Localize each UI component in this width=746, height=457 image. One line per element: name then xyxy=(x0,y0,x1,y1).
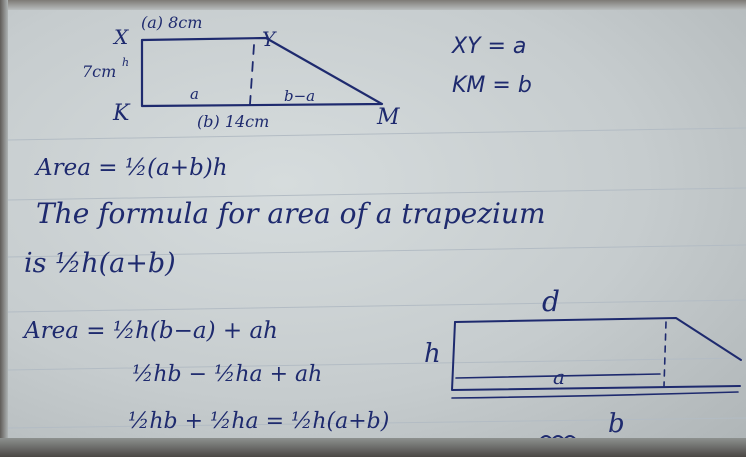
formula-statement-line2: is ½h(a+b) xyxy=(24,248,176,279)
inner-a-label: a xyxy=(190,85,199,103)
label-m: M xyxy=(376,105,400,130)
figure2-inner-line xyxy=(455,373,661,379)
side-length-label: 7cm xyxy=(82,62,116,81)
formula-statement-line1: The formula for area of a trapezium xyxy=(36,197,546,230)
side-h-label: h xyxy=(122,56,129,69)
figure2-label-a: a xyxy=(553,365,565,389)
page-edge-top xyxy=(0,0,746,10)
figure2-base-brace xyxy=(451,391,739,399)
figure2-label-b: b xyxy=(608,409,625,439)
trapezium-figure-2: d h a b xyxy=(424,285,742,439)
inner-b-minus-a-label: b−a xyxy=(284,87,315,105)
area-formula-line: Area = ½(a+b)h xyxy=(34,155,228,181)
trapezium-outline xyxy=(140,36,384,108)
label-x: X xyxy=(112,25,129,49)
figure2-dashed-height xyxy=(663,321,667,387)
top-length-label: (a) 8cm xyxy=(141,13,202,32)
label-y: Y xyxy=(262,27,277,51)
page-edge-bottom xyxy=(0,438,746,457)
trapezium-figure-1: X Y K M (a) 8cm 7cm h a b−a (b) 14cm xyxy=(82,13,400,131)
figure2-left-bottom-edge xyxy=(451,321,741,391)
ruled-lines xyxy=(7,127,746,429)
page-edge-left xyxy=(0,0,8,457)
working-line1: Area = ½h(b−a) + ah xyxy=(22,318,278,344)
working-line3: ½hb + ½ha = ½h(a+b) xyxy=(128,409,389,434)
working-line2: ½hb − ½ha + ah xyxy=(132,362,322,387)
height-dashed-line xyxy=(249,44,255,105)
bottom-length-label: (b) 14cm xyxy=(197,112,269,131)
definition-xy: XY = a xyxy=(451,34,526,59)
figure2-top-edge xyxy=(454,317,742,361)
figure2-label-d: d xyxy=(542,285,560,318)
scribble-mark xyxy=(539,435,577,441)
label-k: K xyxy=(112,101,131,126)
definition-km: KM = b xyxy=(452,73,532,98)
figure2-label-h: h xyxy=(424,339,441,369)
